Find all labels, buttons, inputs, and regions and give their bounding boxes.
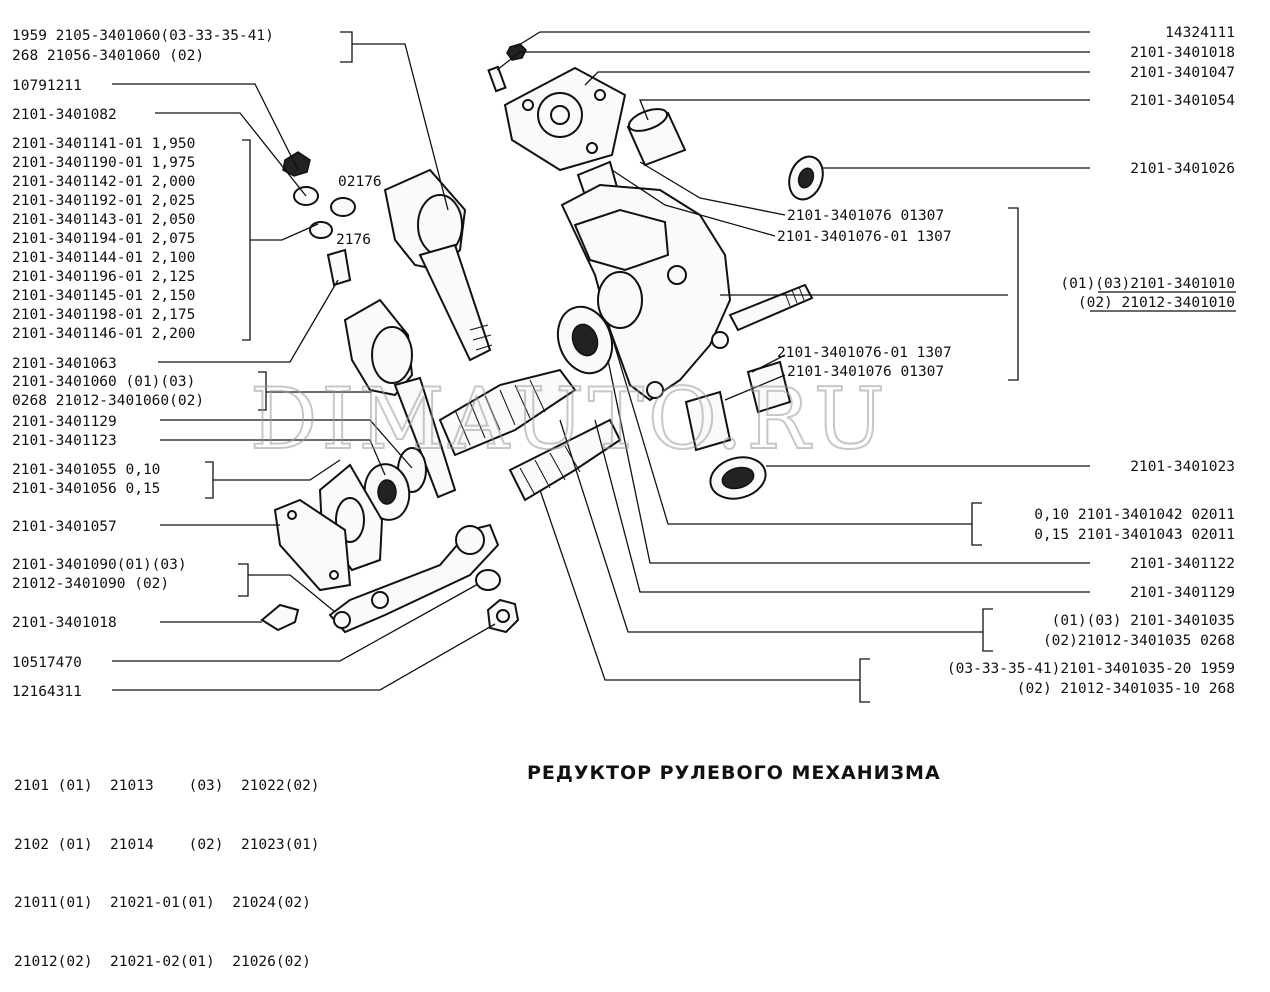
leader-lines bbox=[112, 31, 1090, 703]
label-2101-3401076-b: 2101-3401076 01307 bbox=[787, 364, 944, 380]
washer-10517470 bbox=[475, 569, 501, 591]
model-codes-row: 2101 (01) 21013 (03) 21022(02) bbox=[14, 778, 320, 794]
label-2101-3401035-20: (03-33-35-41)2101-3401035-20 1959 bbox=[947, 661, 1235, 677]
worm-2101-3401035 bbox=[438, 368, 577, 457]
input-shaft bbox=[728, 283, 814, 332]
watermark: DIMAUTO.RU bbox=[250, 370, 889, 468]
label-21012-3401035-10: (02) 21012-3401035-10 268 bbox=[1017, 681, 1235, 697]
model-codes-row: 21011(01) 21021-01(01) 21024(02) bbox=[14, 895, 311, 911]
label-2101-3401043: 0,15 2101-3401043 02011 bbox=[1034, 527, 1235, 543]
left-labels: 1959 2105-3401060(03-33-35-41) 268 21056… bbox=[12, 28, 274, 700]
label-14324111: 14324111 bbox=[1165, 25, 1235, 41]
model-codes-row: 2102 (01) 21014 (02) 21023(01) bbox=[14, 836, 320, 853]
label-2101-3401035: (01)(03) 2101-3401035 bbox=[1052, 613, 1235, 629]
shim-label: 2101-3401192-01 2,025 bbox=[12, 193, 195, 209]
label-10517470: 10517470 bbox=[12, 655, 82, 671]
label-2101-3401055: 2101-3401055 0,10 bbox=[12, 462, 160, 478]
label-2176: 2176 bbox=[336, 232, 371, 248]
shim-label: 2101-3401198-01 2,175 bbox=[12, 307, 195, 323]
label-2101-3401010: (01)(03)2101-3401010 bbox=[1060, 276, 1235, 292]
label-12164311: 12164311 bbox=[12, 684, 82, 700]
shim-label: 2101-3401142-01 2,000 bbox=[12, 174, 195, 190]
model-codes-table: 2101 (01) 21013 (03) 21022(02) 2102 (01)… bbox=[14, 738, 320, 992]
label-1959-2105-3401060: 1959 2105-3401060(03-33-35-41) bbox=[12, 28, 274, 44]
label-21012-3401035: (02)21012-3401035 0268 bbox=[1043, 633, 1235, 649]
label-2101-3401057: 2101-3401057 bbox=[12, 519, 117, 535]
shim-label: 2101-3401194-01 2,075 bbox=[12, 231, 195, 247]
label-2101-3401129-right: 2101-3401129 bbox=[1130, 585, 1235, 601]
shim-label: 2101-3401144-01 2,100 bbox=[12, 250, 195, 266]
label-2101-3401076-01-a: 2101-3401076-01 1307 bbox=[777, 229, 952, 245]
shim-label: 2101-3401143-01 2,050 bbox=[12, 212, 195, 228]
label-2101-3401042: 0,10 2101-3401042 02011 bbox=[1034, 507, 1235, 523]
exploded-parts-diagram: DIMAUTO.RU 1959 2105-3401060(03-33-35-41… bbox=[12, 25, 1236, 784]
label-2101-3401090: 2101-3401090(01)(03) bbox=[12, 557, 187, 573]
label-21012-3401090: 21012-3401090 (02) bbox=[12, 576, 169, 592]
label-2101-3401047: 2101-3401047 bbox=[1130, 65, 1235, 81]
label-2101-3401018-right: 2101-3401018 bbox=[1130, 45, 1235, 61]
label-2101-3401054: 2101-3401054 bbox=[1130, 93, 1235, 109]
label-10791211: 10791211 bbox=[12, 78, 82, 94]
label-2101-3401060: 2101-3401060 (01)(03) bbox=[12, 374, 195, 390]
label-268-21056-3401060: 268 21056-3401060 (02) bbox=[12, 48, 204, 64]
label-2101-3401023: 2101-3401023 bbox=[1130, 459, 1235, 475]
shim-label: 2101-3401141-01 1,950 bbox=[12, 136, 195, 152]
label-21012-3401010: (02) 21012-3401010 bbox=[1078, 295, 1235, 311]
label-2101-3401056: 2101-3401056 0,15 bbox=[12, 481, 160, 497]
inner-labels: 02176 2176 2101-3401076 01307 2101-34010… bbox=[336, 174, 952, 380]
bolt-top bbox=[487, 65, 507, 93]
bolt-2101-3401018 bbox=[260, 603, 300, 632]
label-2101-3401026: 2101-3401026 bbox=[1130, 161, 1235, 177]
shim-label: 2101-3401196-01 2,125 bbox=[12, 269, 195, 285]
shim-label: 2101-3401190-01 1,975 bbox=[12, 155, 195, 171]
bipod-2101-3401090 bbox=[328, 523, 500, 634]
diagram-title: РЕДУКТОР РУЛЕВОГО МЕХАНИЗМА bbox=[527, 762, 941, 784]
label-2101-3401123: 2101-3401123 bbox=[12, 433, 117, 449]
shim-label: 2101-3401145-01 2,150 bbox=[12, 288, 195, 304]
label-2101-3401076-01-b: 2101-3401076-01 1307 bbox=[777, 345, 952, 361]
label-2101-3401063: 2101-3401063 bbox=[12, 356, 117, 372]
model-codes-row: 21012(02) 21021-02(01) 21026(02) bbox=[14, 953, 311, 970]
label-2101-3401076-a: 2101-3401076 01307 bbox=[787, 208, 944, 224]
label-02176: 02176 bbox=[338, 174, 382, 190]
parts-drawing bbox=[260, 43, 824, 634]
cover-plate-2101-3401057 bbox=[273, 498, 352, 592]
label-2101-3401122: 2101-3401122 bbox=[1130, 556, 1235, 572]
right-labels: 14324111 2101-3401018 2101-3401047 2101-… bbox=[947, 25, 1236, 697]
label-2101-3401082: 2101-3401082 bbox=[12, 107, 117, 123]
label-2101-3401018-left: 2101-3401018 bbox=[12, 615, 117, 631]
label-0268-21012-3401060: 0268 21012-3401060(02) bbox=[12, 393, 204, 409]
shim-label: 2101-3401146-01 2,200 bbox=[12, 326, 195, 342]
label-2101-3401129-left: 2101-3401129 bbox=[12, 414, 117, 430]
